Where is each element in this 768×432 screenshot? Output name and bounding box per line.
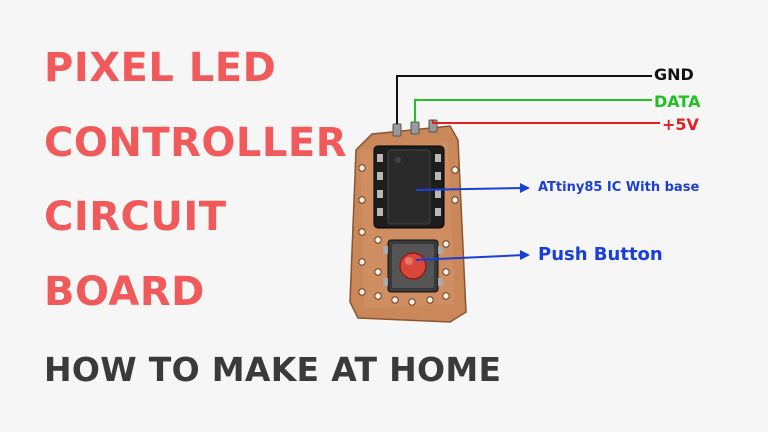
- title-line-1: PIXEL LED: [44, 45, 277, 91]
- attiny85-chip: [387, 149, 431, 225]
- data-label: DATA: [654, 92, 701, 111]
- title-line-3: CIRCUIT: [44, 194, 227, 240]
- title-line-4: BOARD: [44, 269, 205, 315]
- gnd-wire: [396, 75, 652, 124]
- button-callout-arrow: [415, 254, 525, 261]
- vcc-label: +5V: [662, 115, 699, 134]
- data-wire: [414, 99, 652, 122]
- ic-callout-arrow: [415, 187, 525, 191]
- subtitle: HOW TO MAKE AT HOME: [44, 350, 502, 389]
- vcc-wire: [432, 120, 660, 124]
- push-button-cap: [399, 252, 427, 280]
- button-callout-label: Push Button: [538, 244, 663, 265]
- ic-callout-label: ATtiny85 IC With base: [538, 180, 700, 195]
- title-line-2: CONTROLLER: [44, 120, 348, 166]
- gnd-label: GND: [654, 65, 694, 84]
